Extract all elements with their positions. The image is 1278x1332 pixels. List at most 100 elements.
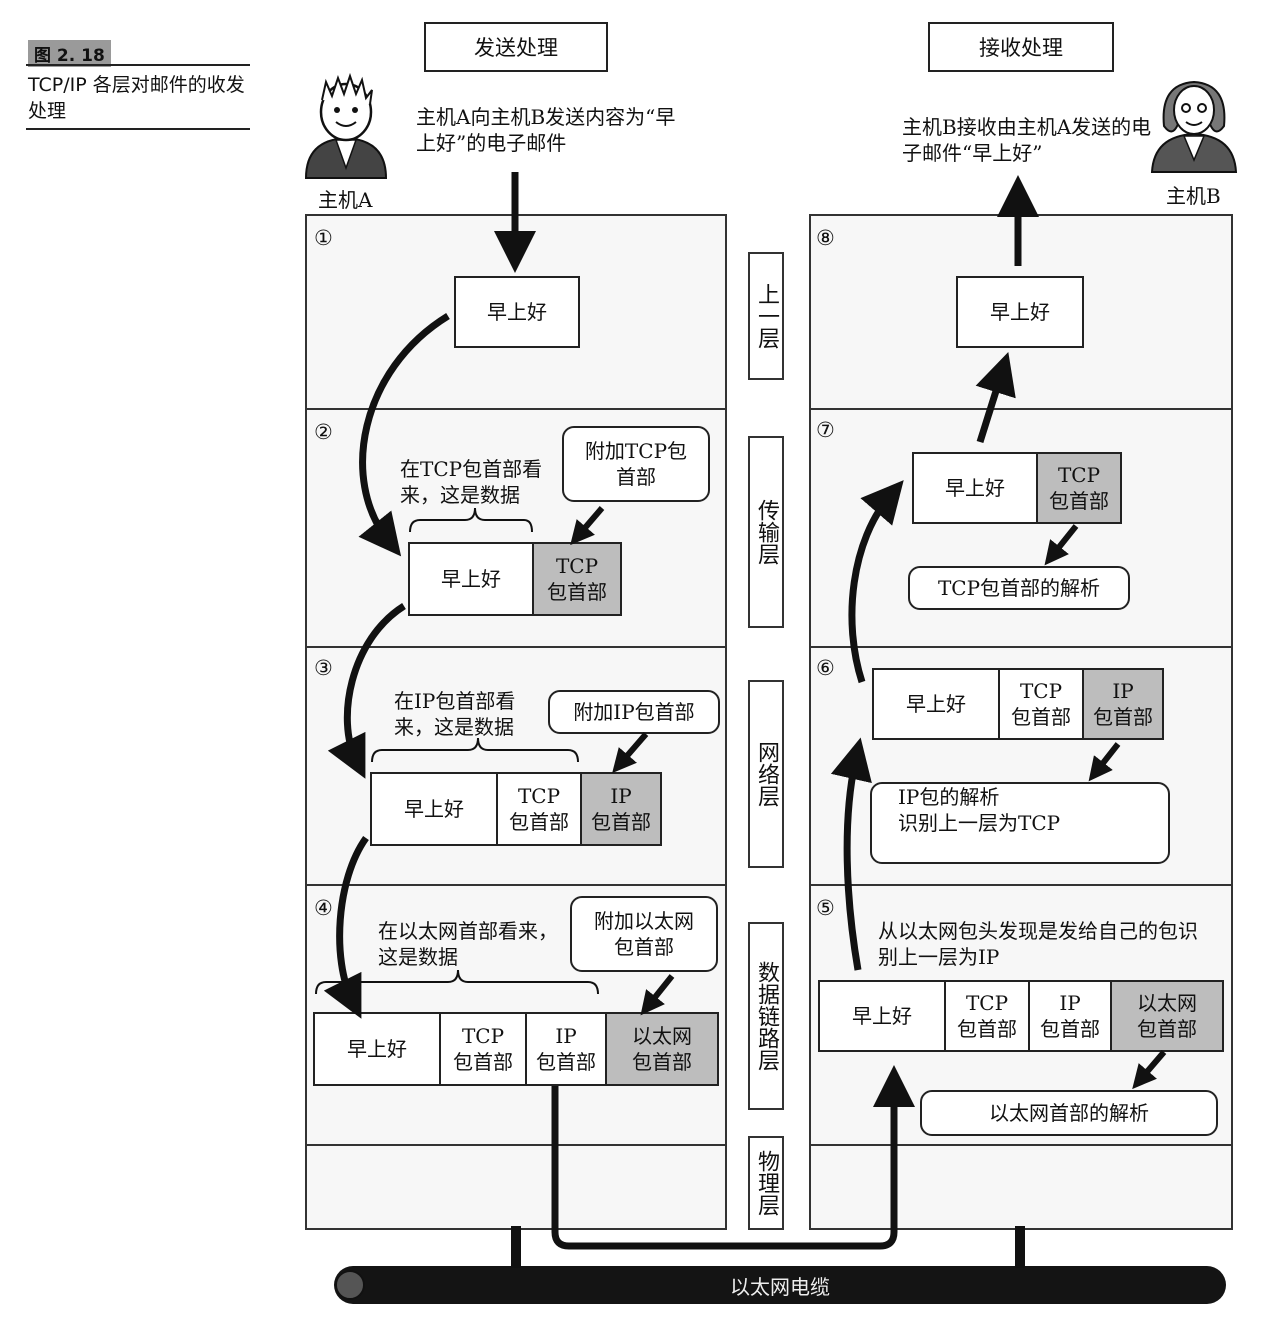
- receiver-divider: [809, 1144, 1231, 1146]
- layer-transport-label: 传输层: [754, 499, 779, 565]
- sender-upper-packet: 早上好: [454, 276, 580, 348]
- receiver-divider: [809, 884, 1231, 886]
- ip-header: IP 包首部: [580, 774, 660, 844]
- tcp-data-view-text: 在TCP包首部看来，这是数据: [400, 457, 543, 507]
- note-text: 附加以太网包首部: [594, 909, 694, 959]
- tcp-header: TCP 包首部: [532, 544, 620, 614]
- step-number: ③: [314, 656, 333, 680]
- note-text: 附加TCP包首部: [584, 439, 688, 489]
- receiver-divider: [809, 408, 1231, 410]
- step-number: ⑥: [816, 656, 835, 680]
- data-segment: 早上好: [404, 797, 464, 821]
- step-number: ①: [314, 226, 333, 250]
- data-segment: 早上好: [945, 476, 1005, 500]
- layer-datalink: 数据链路层: [748, 922, 784, 1110]
- tcp-header-label: TCP: [555, 554, 599, 578]
- ethernet-cable: 以太网电缆: [334, 1266, 1226, 1304]
- tcp-header-label: TCP: [1019, 679, 1063, 703]
- send-description: 主机A向主机B发送内容为“早上好”的电子邮件: [416, 105, 676, 155]
- layer-datalink-label: 数据链路层: [754, 961, 779, 1071]
- layer-physical-label: 物理层: [754, 1150, 779, 1216]
- send-processing-title: 发送处理: [424, 22, 608, 72]
- add-ip-header-note: 附加IP包首部: [548, 690, 720, 734]
- tcp-header-label: 包首部: [957, 1017, 1017, 1041]
- layer-upper-label: 上一层: [754, 283, 779, 349]
- note-text: 识别上一层为TCP: [898, 811, 1061, 835]
- tcp-header-label: 包首部: [509, 810, 569, 834]
- tcp-header-label: 包首部: [547, 580, 607, 604]
- tcp-header-label: 包首部: [453, 1050, 513, 1074]
- ip-header: IP 包首部: [1028, 982, 1110, 1050]
- layer-network-label: 网络层: [754, 741, 779, 807]
- ip-header-label: 包首部: [591, 810, 651, 834]
- sender-ethernet-frame: 早上好 TCP 包首部 IP 包首部 以太网 包首部: [313, 1012, 719, 1086]
- caption-rule-bottom: [26, 128, 250, 130]
- layer-physical: 物理层: [748, 1136, 784, 1230]
- step-number: ④: [314, 896, 333, 920]
- ethernet-parse-note: 以太网首部的解析: [920, 1090, 1218, 1136]
- step-number: ⑤: [816, 896, 835, 920]
- sender-divider: [305, 884, 725, 886]
- receiver-upper-packet: 早上好: [956, 276, 1084, 348]
- data-segment: 早上好: [990, 300, 1050, 324]
- ip-header-label: IP: [610, 784, 632, 808]
- caption-rule-top: [26, 64, 250, 66]
- ethernet-header-label: 以太网: [632, 1024, 692, 1048]
- receiver-ethernet-frame: 早上好 TCP 包首部 IP 包首部 以太网 包首部: [818, 980, 1224, 1052]
- ip-header-label: 包首部: [1040, 1017, 1100, 1041]
- data-segment: 早上好: [906, 692, 966, 716]
- sender-divider: [305, 408, 725, 410]
- figure-number: 图 2. 18: [28, 40, 111, 67]
- receiver-ip-packet: 早上好 TCP 包首部 IP 包首部: [872, 668, 1164, 740]
- note-text: IP包的解析: [898, 785, 1000, 809]
- step-number: ⑧: [816, 226, 835, 250]
- ethernet-header: 以太网 包首部: [605, 1014, 717, 1084]
- add-ethernet-header-note: 附加以太网包首部: [570, 896, 718, 972]
- add-tcp-header-note: 附加TCP包首部: [562, 426, 710, 502]
- ip-header-label: IP: [555, 1024, 577, 1048]
- ethernet-data-view-text: 在以太网首部看来，这是数据: [378, 919, 558, 969]
- tcp-header-label: TCP: [461, 1024, 505, 1048]
- sender-divider: [305, 1144, 725, 1146]
- step-number: ②: [314, 420, 333, 444]
- ethernet-header-label: 包首部: [632, 1050, 692, 1074]
- receive-processing-title: 接收处理: [928, 22, 1114, 72]
- data-segment: 早上好: [487, 300, 547, 324]
- tcp-header-label: TCP: [517, 784, 561, 808]
- ethernet-found-text: 从以太网包头发现是发给自己的包识别上一层为IP: [878, 919, 1198, 969]
- step-number: ⑦: [816, 418, 835, 442]
- host-a-label: 主机A: [318, 188, 373, 212]
- figure-title: TCP/IP 各层对邮件的收发处理: [28, 74, 245, 122]
- tcp-header-label: TCP: [965, 991, 1009, 1015]
- ip-header-label: 包首部: [1093, 705, 1153, 729]
- ip-parse-note: IP包的解析 识别上一层为TCP: [870, 782, 1170, 864]
- ip-header-label: 包首部: [536, 1050, 596, 1074]
- ethernet-header-label: 以太网: [1137, 991, 1197, 1015]
- tcp-header: TCP 包首部: [998, 670, 1082, 738]
- data-segment: 早上好: [347, 1037, 407, 1061]
- ethernet-header-label: 包首部: [1137, 1017, 1197, 1041]
- data-segment: 早上好: [852, 1004, 912, 1028]
- ethernet-header: 以太网 包首部: [1110, 982, 1222, 1050]
- tcp-parse-note: TCP包首部的解析: [908, 566, 1130, 610]
- tcp-header-label: 包首部: [1049, 489, 1109, 513]
- ip-data-view-text: 在IP包首部看来，这是数据: [394, 689, 516, 739]
- data-segment: 早上好: [441, 567, 501, 591]
- ip-header-label: IP: [1059, 991, 1081, 1015]
- layer-upper: 上一层: [748, 252, 784, 380]
- tcp-header-label: 包首部: [1011, 705, 1071, 729]
- sender-tcp-segment: 早上好 TCP 包首部: [408, 542, 622, 616]
- receive-description: 主机B接收由主机A发送的电子邮件“早上好”: [902, 115, 1152, 165]
- layer-network: 网络层: [748, 680, 784, 868]
- sender-divider: [305, 646, 725, 648]
- ip-header: IP 包首部: [525, 1014, 605, 1084]
- tcp-header: TCP 包首部: [439, 1014, 525, 1084]
- tcp-header-label: TCP: [1057, 463, 1101, 487]
- tcp-header: TCP 包首部: [496, 774, 580, 844]
- ip-header-label: IP: [1112, 679, 1134, 703]
- ethernet-cable-label: 以太网电缆: [730, 1274, 830, 1299]
- host-b-label: 主机B: [1166, 184, 1221, 208]
- tcp-header: TCP 包首部: [944, 982, 1028, 1050]
- receiver-tcp-segment: 早上好 TCP 包首部: [912, 452, 1122, 524]
- sender-ip-packet: 早上好 TCP 包首部 IP 包首部: [370, 772, 662, 846]
